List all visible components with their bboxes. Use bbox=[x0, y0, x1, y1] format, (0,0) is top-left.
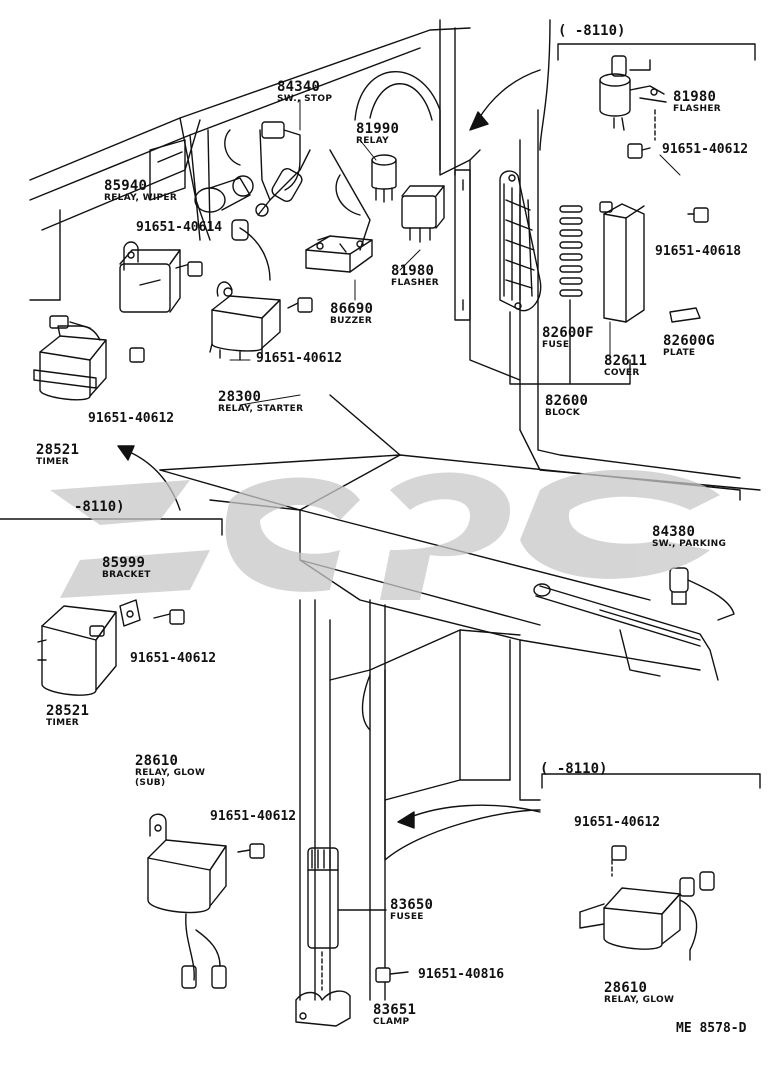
part-name-82600G: PLATE bbox=[663, 348, 696, 358]
timer-lower bbox=[37, 605, 117, 696]
part-name-82600F: FUSE bbox=[542, 340, 570, 350]
part-number-28300: 28300 bbox=[218, 389, 262, 405]
bolt-label-6: 91651-40612 bbox=[130, 651, 217, 666]
range-label-bottom-right: ( -8110) bbox=[540, 761, 608, 777]
bracket-85999 bbox=[119, 599, 141, 627]
bolt-40816 bbox=[375, 967, 409, 983]
bolt-label-5: 91651-40618 bbox=[655, 244, 742, 259]
bolt-40618 bbox=[687, 207, 709, 223]
part-name-28521-a: TIMER bbox=[36, 457, 70, 467]
guide-arrow-bottom bbox=[397, 804, 541, 829]
plate bbox=[669, 307, 701, 323]
watermark-logo bbox=[50, 469, 720, 600]
flasher-middle bbox=[401, 185, 445, 243]
parking-switch bbox=[669, 567, 735, 621]
part-number-85999: 85999 bbox=[102, 555, 146, 571]
part-name-83650: FUSEE bbox=[390, 912, 424, 922]
part-number-28610: 28610 bbox=[604, 980, 648, 996]
part-number-83650: 83650 bbox=[390, 897, 434, 913]
bolt-label-1: 91651-40612 bbox=[662, 142, 749, 157]
part-number-83651: 83651 bbox=[373, 1002, 417, 1018]
part-name-28610-sub: RELAY, GLOW bbox=[135, 768, 206, 778]
bolt-timer-upper bbox=[129, 347, 145, 363]
bolt-flasher-top bbox=[627, 143, 651, 159]
part-number-28521-b: 28521 bbox=[46, 703, 90, 719]
part-name-82611: COVER bbox=[604, 368, 640, 378]
timer-upper bbox=[33, 315, 107, 401]
stop-switch bbox=[224, 121, 311, 217]
part-number-82600: 82600 bbox=[545, 393, 589, 409]
clamp bbox=[295, 990, 351, 1027]
part-number-28610-sub: 28610 bbox=[135, 753, 179, 769]
part-name-82600: BLOCK bbox=[545, 408, 581, 418]
part-number-84340: 84340 bbox=[277, 79, 321, 95]
bolt-label-4: 91651-40612 bbox=[88, 411, 175, 426]
part-number-86690: 86690 bbox=[330, 301, 374, 317]
part-number-82600F: 82600F bbox=[542, 325, 594, 341]
bolt-label-7: 91651-40612 bbox=[210, 809, 297, 824]
part-name2-28610-sub: (SUB) bbox=[135, 778, 166, 788]
range-label-top-right: ( -8110) bbox=[558, 23, 626, 39]
leader-block bbox=[509, 299, 631, 385]
leader-lines bbox=[229, 99, 681, 406]
part-name-85940: RELAY, WIPER bbox=[104, 193, 178, 203]
part-name-86690: BUZZER bbox=[330, 316, 373, 326]
range-bracket-left bbox=[0, 518, 223, 536]
bolt-glow bbox=[611, 845, 627, 877]
bolt-label-8: 91651-40612 bbox=[574, 815, 661, 830]
part-number-82611: 82611 bbox=[604, 353, 648, 369]
part-number-81980: 81980 bbox=[391, 263, 435, 279]
part-name-28521-b: TIMER bbox=[46, 718, 80, 728]
range-label-left: -8110) bbox=[74, 499, 125, 515]
part-number-81990: 81990 bbox=[356, 121, 400, 137]
bolt-label-9: 91651-40816 bbox=[418, 967, 505, 982]
guide-arrow-left bbox=[117, 445, 181, 511]
relay-glow bbox=[579, 871, 715, 961]
part-name-84380: SW., PARKING bbox=[652, 539, 727, 549]
bolt-glow-sub bbox=[237, 843, 265, 859]
bolt-bracket bbox=[153, 609, 185, 625]
relay-81990 bbox=[371, 154, 397, 203]
part-number-81980-top: 81980 bbox=[673, 89, 717, 105]
bolt-label-3: 91651-40612 bbox=[256, 351, 343, 366]
part-number-85940: 85940 bbox=[104, 178, 148, 194]
relay-glow-sub bbox=[147, 813, 227, 989]
bolt-starter bbox=[287, 297, 313, 313]
bolt-label-2: 91651-40614 bbox=[136, 220, 223, 235]
buzzer bbox=[305, 235, 373, 273]
fuse-block bbox=[499, 170, 542, 312]
relay-wiper bbox=[119, 241, 181, 313]
reference-code: ME 8578-D bbox=[676, 1021, 747, 1036]
part-name-85999: BRACKET bbox=[102, 570, 151, 580]
relay-wiper-cylinder bbox=[194, 175, 271, 281]
fusee bbox=[307, 847, 339, 949]
fuses bbox=[559, 205, 583, 297]
part-number-84380: 84380 bbox=[652, 524, 696, 540]
fuse-cover bbox=[599, 201, 645, 323]
part-name-28610: RELAY, GLOW bbox=[604, 995, 675, 1005]
relay-starter bbox=[209, 281, 281, 361]
range-bracket-bottom-right bbox=[541, 773, 761, 789]
part-name-81980-top: FLASHER bbox=[673, 104, 722, 114]
bolt-40614 bbox=[175, 261, 203, 277]
part-name-28300: RELAY, STARTER bbox=[218, 404, 304, 414]
range-bracket-top-right bbox=[557, 43, 756, 61]
part-name-81990: RELAY bbox=[356, 136, 389, 146]
part-number-28521-a: 28521 bbox=[36, 442, 80, 458]
guide-arrow-top bbox=[469, 69, 541, 131]
part-number-82600G: 82600G bbox=[663, 333, 715, 349]
parking-lever bbox=[533, 583, 719, 681]
part-name-81980: FLASHER bbox=[391, 278, 440, 288]
part-name-83651: CLAMP bbox=[373, 1017, 410, 1027]
part-name-84340: SW., STOP bbox=[277, 94, 333, 104]
flasher-top bbox=[599, 55, 667, 131]
